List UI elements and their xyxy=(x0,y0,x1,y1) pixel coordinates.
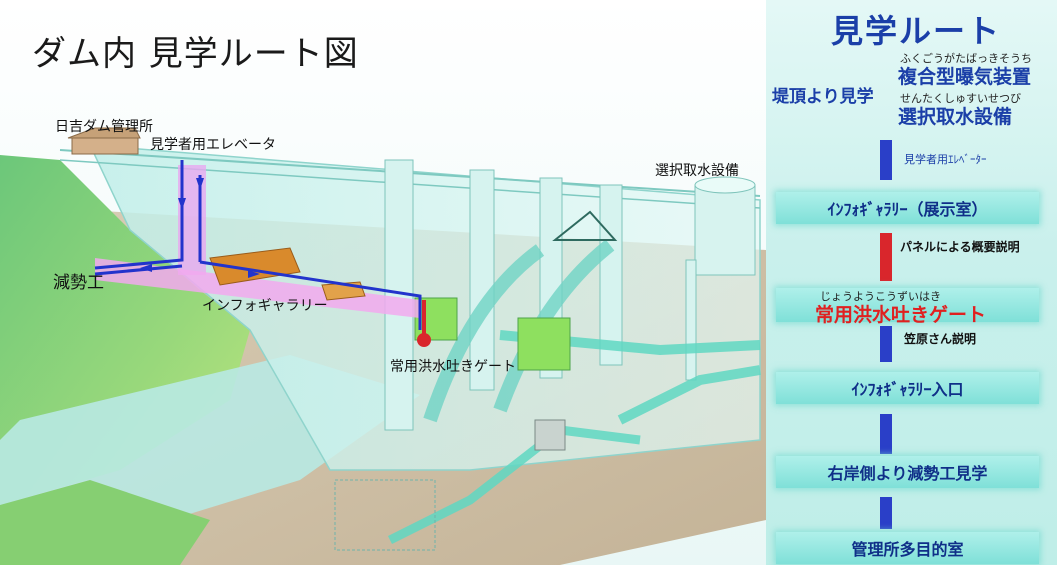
label-spillway-gate: 常用洪水吐きゲート xyxy=(390,359,516,375)
route-step-gallery-entrance: ｲﾝﾌｫｷﾞｬﾗﾘｰ入口 xyxy=(776,372,1039,404)
route-connector-note-2: パネルによる概要説明 xyxy=(900,240,1020,254)
route-connector-1 xyxy=(880,140,892,180)
route-crest-label: 堤頂より見学 xyxy=(772,87,874,107)
route-connector-note-3: 笠原さん説明 xyxy=(904,332,977,346)
route-step-right-bank: 右岸側より減勢工見学 xyxy=(776,456,1039,488)
route-step-office-room: 管理所多目的室 xyxy=(776,532,1039,564)
gate-truss xyxy=(552,210,618,241)
route-connector-note-1: 見学者用ｴﾚﾍﾞｰﾀｰ xyxy=(904,153,987,166)
visitor-walkway xyxy=(95,258,420,318)
route-title: 見学ルート xyxy=(831,12,1002,50)
route-connector-5 xyxy=(880,497,892,529)
route-connector-2 xyxy=(880,233,892,281)
dam-pier-2 xyxy=(469,169,495,391)
route-item-ruby: せんたくしゅすいせつび xyxy=(900,92,1021,105)
route-gate-label: 常用洪水吐きゲート xyxy=(815,304,987,326)
route-line-elevator xyxy=(94,160,184,270)
route-connector-3 xyxy=(880,326,892,362)
gate-marker xyxy=(417,333,431,347)
route-gate-ruby: じょうようこうずいはき xyxy=(820,290,941,303)
label-management-office: 日吉ダム管理所 xyxy=(55,119,153,135)
valve-chamber xyxy=(517,317,571,371)
route-line-gallery xyxy=(199,260,422,330)
label-selective-intake: 選択取水設備 xyxy=(655,163,739,179)
dam-pier-4 xyxy=(599,184,623,366)
route-step-spillway-gate xyxy=(776,288,1039,322)
intake-tower xyxy=(694,184,756,276)
route-item-intake: 選択取水設備 xyxy=(898,106,1013,128)
route-connector-4 xyxy=(880,414,892,454)
label-info-gallery: インフォギャラリー xyxy=(202,298,328,314)
route-step-info-gallery: ｲﾝﾌｫｷﾞｬﾗﾘｰ（展示室） xyxy=(776,192,1039,224)
route-item-aerator: 複合型曝気装置 xyxy=(898,66,1032,88)
info-gallery-block xyxy=(209,247,301,286)
page-title: ダム内 見学ルート図 xyxy=(32,34,359,74)
label-visitor-elevator: 見学者用エレベータ xyxy=(150,137,276,153)
label-stilling-basin: 減勢工 xyxy=(53,273,104,293)
route-item-ruby: ふくごうがたばっきそうち xyxy=(900,52,1032,65)
